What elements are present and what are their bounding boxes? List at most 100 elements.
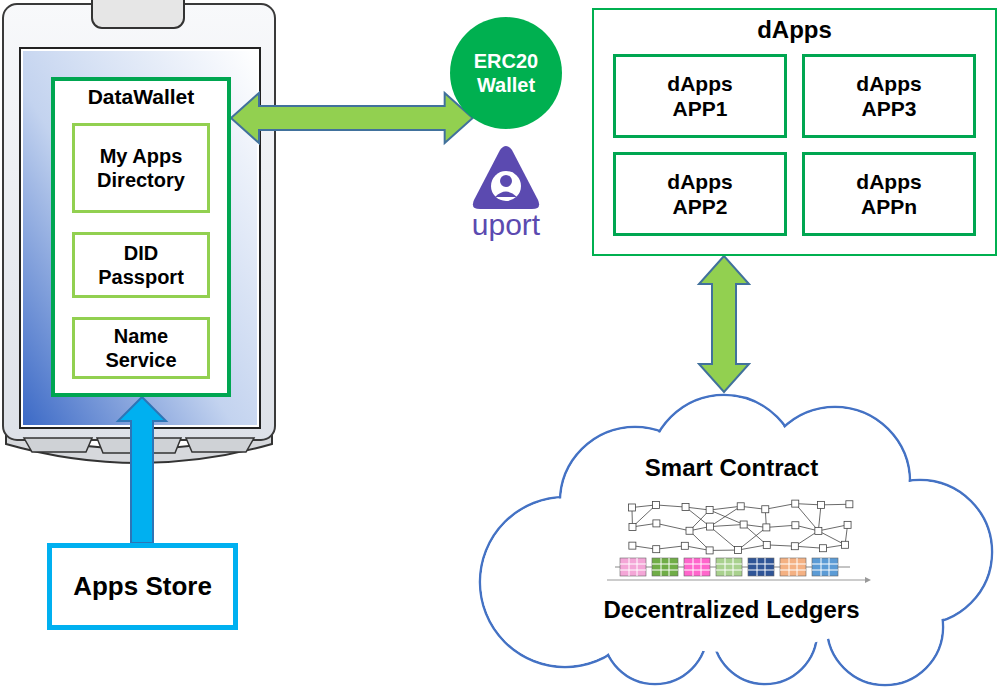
network-figure: [628, 500, 852, 554]
ledger-block: [812, 558, 838, 576]
network-node: [763, 524, 770, 531]
network-node: [682, 504, 689, 511]
phone: [3, 0, 275, 463]
phone-body: [3, 4, 275, 440]
block-grid: [812, 558, 838, 576]
network-node: [792, 500, 799, 507]
network-node: [791, 543, 798, 550]
network-link: [656, 505, 686, 507]
logo-disc: [491, 171, 521, 201]
network-node: [763, 541, 770, 548]
panel-title: dApps: [594, 16, 995, 45]
network-node: [740, 521, 747, 528]
network-link: [710, 510, 744, 524]
feature-box: Name Service: [72, 317, 210, 379]
network-node: [815, 527, 822, 534]
app-box: dApps APP2: [613, 152, 787, 236]
network-node: [844, 521, 851, 528]
block-grid: [716, 558, 742, 576]
block-arrow: [699, 256, 749, 392]
block-grid: [684, 558, 710, 576]
node-label: DID Passport: [85, 241, 197, 289]
network-node: [628, 504, 635, 511]
phone-screen: [23, 51, 257, 425]
network-link: [818, 531, 845, 545]
network-link: [710, 506, 741, 526]
ledger-block: [780, 558, 806, 576]
block-grid: [780, 558, 806, 576]
network-node: [629, 542, 636, 549]
block-body: [812, 558, 838, 576]
network-node: [653, 520, 660, 527]
network-node: [842, 541, 849, 548]
store-box: Apps Store: [47, 543, 238, 630]
ledger-chain: [607, 558, 871, 583]
network-node: [737, 503, 744, 510]
node-label: My Apps Directory: [85, 144, 197, 192]
network-node: [706, 507, 713, 514]
network-link: [821, 504, 849, 506]
feature-box: My Apps Directory: [72, 123, 210, 213]
network-node: [652, 501, 659, 508]
network-node: [762, 506, 769, 513]
network-node: [820, 545, 827, 552]
phone-screen-frame: [20, 48, 260, 428]
logo-head: [500, 175, 512, 187]
network-link: [710, 550, 738, 551]
phone-top-tab: [92, 0, 184, 28]
app-box: dApps APP1: [613, 54, 787, 138]
block-body: [620, 558, 646, 576]
app-box: dApps APP3: [802, 54, 976, 138]
network-link: [818, 505, 821, 531]
node-label: dApps APP2: [642, 169, 758, 219]
block-grid: [748, 558, 774, 576]
network-node: [681, 542, 688, 549]
app-box: dApps APPn: [802, 152, 976, 236]
node-label: Name Service: [85, 324, 197, 372]
block-body: [684, 558, 710, 576]
wallet-panel: DataWallet My Apps DirectoryDID PassportN…: [51, 77, 231, 397]
node-label: ERC20 Wallet: [462, 49, 550, 97]
phone-button: [186, 438, 254, 452]
network-link: [767, 545, 795, 546]
network-node: [629, 523, 636, 530]
network-link: [656, 523, 689, 530]
network-link: [656, 546, 685, 549]
node-label: Decentralized Ledgers: [465, 596, 998, 625]
network-link: [795, 546, 823, 548]
network-node: [792, 522, 799, 529]
dapps-panel: dApps dApps APP1 dApps APP3 dApps APP2 dApps…: [592, 8, 997, 256]
node-label: dApps APP3: [831, 71, 947, 121]
network-link: [818, 525, 847, 531]
node-label: Smart Contract: [465, 454, 998, 483]
block-body: [652, 558, 678, 576]
cloud-core: [540, 472, 920, 652]
network-link: [738, 527, 766, 550]
node-label: dApps APPn: [831, 169, 947, 219]
cloud-fill: [481, 396, 990, 683]
node-label: dApps APP1: [642, 71, 758, 121]
network-node: [653, 546, 660, 553]
network-link: [738, 545, 767, 550]
ledger-block: [748, 558, 774, 576]
token-circle: ERC20 Wallet: [450, 17, 562, 129]
uport-logo: [473, 146, 539, 209]
ledger-block: [684, 558, 710, 576]
block-body: [780, 558, 806, 576]
network-node: [817, 501, 824, 508]
ledger-block: [652, 558, 678, 576]
cloud-outline: [465, 392, 998, 688]
panel-title: DataWallet: [55, 84, 227, 109]
feature-box: DID Passport: [72, 232, 210, 298]
ledger-block: [620, 558, 646, 576]
network-node: [734, 547, 741, 554]
chain-arrow: [865, 577, 871, 583]
network-link: [710, 527, 738, 551]
network-node: [706, 523, 713, 530]
block-arrow: [118, 397, 166, 543]
node-label: Apps Store: [73, 571, 212, 602]
circle-shape: [450, 17, 562, 129]
block-grid: [652, 558, 678, 576]
network-link: [766, 525, 795, 527]
